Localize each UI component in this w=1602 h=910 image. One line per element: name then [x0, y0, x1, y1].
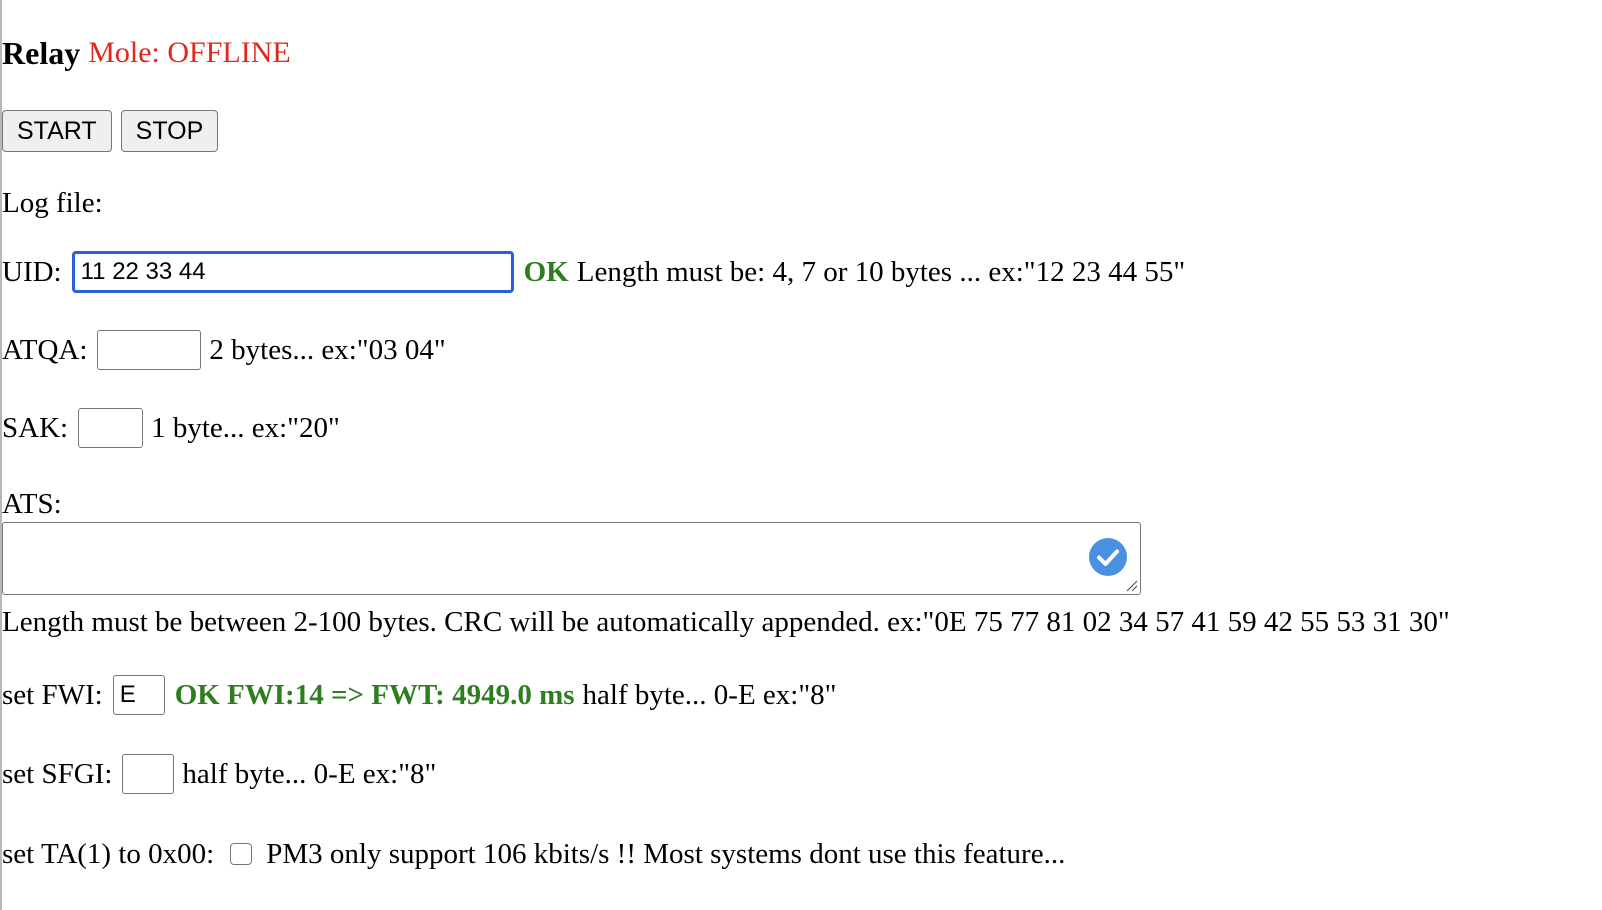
log-file-label: Log file: [2, 187, 103, 219]
ta1-hint: PM3 only support 106 kbits/s !! Most sys… [266, 838, 1066, 870]
uid-label: UID: [2, 256, 62, 288]
ta1-row: set TA(1) to 0x00: PM3 only support 106 … [2, 834, 1065, 874]
sfgi-label: set SFGI: [2, 758, 113, 790]
start-button[interactable]: START [2, 110, 112, 152]
uid-ok-status: OK [523, 256, 569, 288]
ats-textarea[interactable] [2, 522, 1141, 595]
fwi-ok-status: OK FWI:14 => FWT: 4949.0 ms [174, 679, 575, 711]
ats-label-row: ATS: [2, 484, 62, 524]
resize-grip-icon[interactable] [1124, 578, 1138, 592]
fwi-input[interactable] [112, 675, 165, 715]
ats-label: ATS: [2, 488, 62, 520]
ats-hint-row: Length must be between 2-100 bytes. CRC … [2, 602, 1450, 642]
atqa-hint: 2 bytes... ex:"03 04" [209, 334, 446, 366]
atqa-row: ATQA: 2 bytes... ex:"03 04" [2, 330, 446, 370]
ta1-label: set TA(1) to 0x00: [2, 838, 215, 870]
uid-row: UID: OK Length must be: 4, 7 or 10 bytes… [2, 251, 1185, 293]
control-buttons: START STOP [2, 110, 219, 152]
ta1-checkbox[interactable] [230, 843, 253, 865]
sak-label: SAK: [2, 412, 69, 444]
left-border [0, 0, 2, 910]
fwi-row: set FWI: OK FWI:14 => FWT: 4949.0 ms hal… [2, 675, 837, 715]
stop-button[interactable]: STOP [120, 110, 219, 152]
ats-hint: Length must be between 2-100 bytes. CRC … [2, 606, 1450, 638]
uid-hint: Length must be: 4, 7 or 10 bytes ... ex:… [576, 256, 1186, 288]
sak-row: SAK: 1 byte... ex:"20" [2, 408, 340, 448]
fwi-label: set FWI: [2, 679, 103, 711]
check-circle-icon [1089, 538, 1127, 576]
atqa-input[interactable] [97, 330, 202, 370]
log-file-row: Log file: [2, 183, 103, 223]
sfgi-input[interactable] [122, 754, 175, 794]
sfgi-hint: half byte... 0-E ex:"8" [182, 758, 437, 790]
page-title: Relay [2, 35, 81, 71]
page-header: Relay Mole: OFFLINE [2, 33, 291, 73]
fwi-hint: half byte... 0-E ex:"8" [582, 679, 837, 711]
sak-input[interactable] [78, 408, 144, 448]
mole-status: Mole: OFFLINE [88, 36, 291, 69]
sfgi-row: set SFGI: half byte... 0-E ex:"8" [2, 754, 436, 794]
sak-hint: 1 byte... ex:"20" [151, 412, 340, 444]
atqa-label: ATQA: [2, 334, 88, 366]
uid-input[interactable] [71, 251, 514, 293]
